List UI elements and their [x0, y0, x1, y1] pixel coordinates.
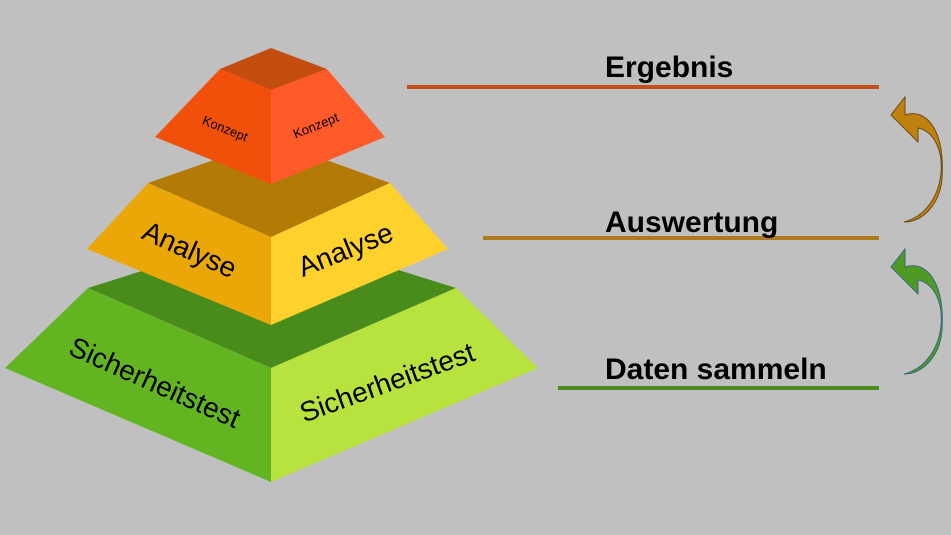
tier-top-right-face	[271, 69, 385, 184]
tier-top-left-face	[155, 69, 271, 184]
stage-label-auswertung: Auswertung	[605, 206, 779, 239]
stage-label-ergebnis: Ergebnis	[605, 51, 734, 84]
tier-bottom-left-face	[5, 288, 271, 482]
tier-middle-top-face	[148, 140, 390, 237]
stage-label-daten-sammeln: Daten sammeln	[605, 353, 827, 386]
curved-arrow-up-icon	[890, 95, 943, 223]
tier-middle-right-face	[271, 183, 448, 325]
pyramid-tier-top: Konzept Konzept	[155, 48, 385, 184]
tier-bottom-right-face	[271, 288, 538, 482]
tier-middle-left-face	[87, 183, 271, 325]
pyramid-tier-middle: Analyse Analyse	[87, 140, 448, 325]
tier-top-top-face	[220, 48, 327, 90]
curved-arrow-up-icon	[890, 247, 943, 375]
